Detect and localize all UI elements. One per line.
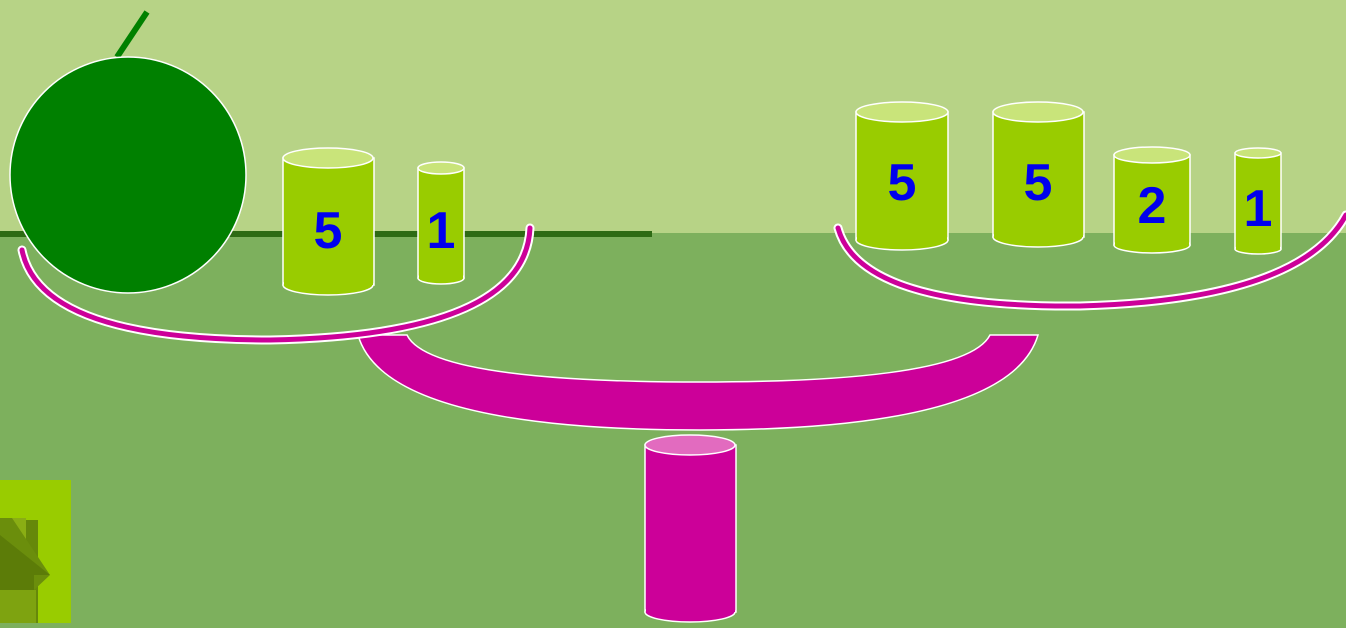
- scale-post: [644, 434, 737, 623]
- weight-left-5: 5: [282, 147, 375, 296]
- home-icon: [0, 518, 50, 623]
- weight-right-5b: 5: [992, 101, 1085, 248]
- weight-label: 1: [427, 202, 456, 260]
- weight-label: 5: [888, 154, 917, 212]
- weight-label: 1: [1244, 180, 1273, 238]
- scale-arm: [357, 334, 1040, 431]
- apple-icon: [9, 10, 247, 294]
- weight-right-5a: 5: [855, 101, 949, 251]
- left-pan: [17, 223, 535, 345]
- weight-left-1: 1: [417, 161, 465, 285]
- weight-label: 2: [1138, 177, 1167, 235]
- weight-label: 5: [314, 202, 343, 260]
- weight-right-1: 1: [1234, 147, 1282, 255]
- right-pan: [833, 210, 1346, 311]
- weight-right-2: 2: [1113, 146, 1191, 254]
- home-button[interactable]: [0, 480, 71, 623]
- weight-label: 5: [1024, 154, 1053, 212]
